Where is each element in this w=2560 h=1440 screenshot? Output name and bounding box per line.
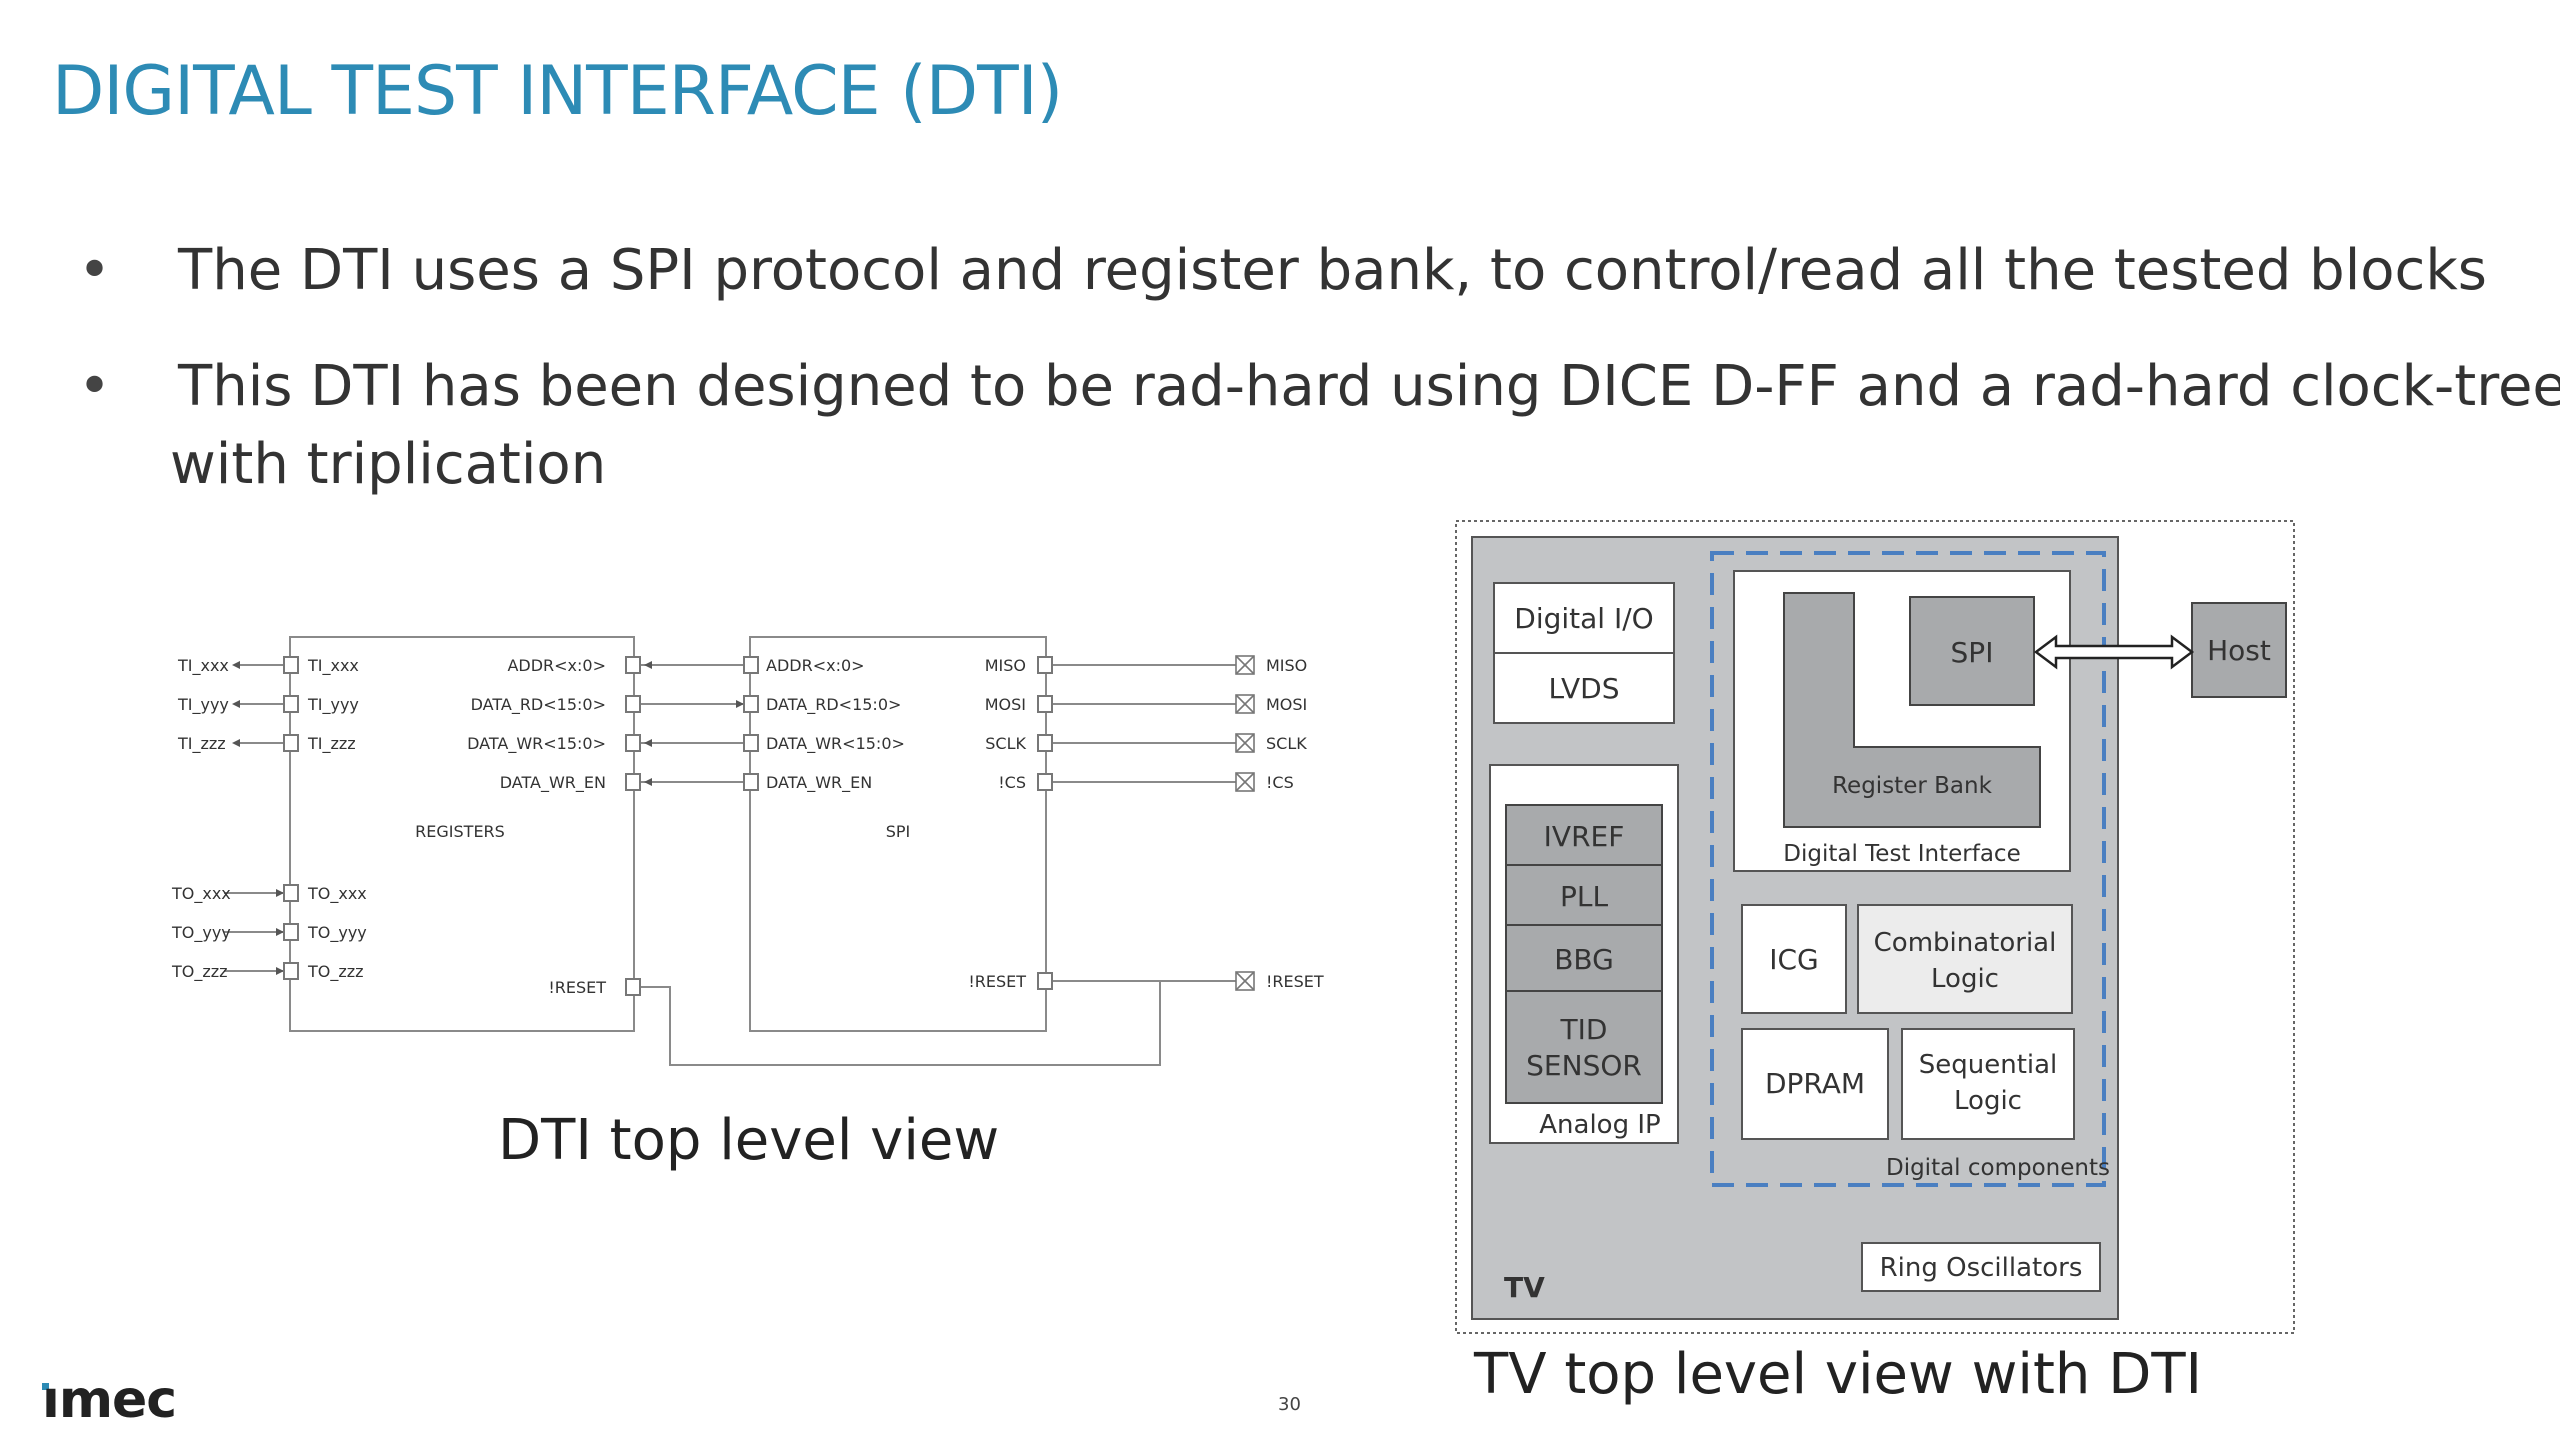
pin-label: TI_xxx <box>177 656 229 676</box>
pin-label: TO_zzz <box>171 962 228 982</box>
pin-label: MOSI <box>1266 695 1307 714</box>
sequential-label: Logic <box>1954 1086 2022 1116</box>
host-block <box>2191 602 2287 698</box>
sensor-label: SENSOR <box>1526 1049 1642 1082</box>
registers-block <box>289 636 635 1032</box>
bbg-label: BBG <box>1554 943 1614 976</box>
tv-label: TV <box>1504 1271 1545 1304</box>
tv-diagram: Digital I/O LVDS IVREF PLL BBG TID SENSO… <box>1455 520 2295 1334</box>
bullet-marker: • <box>78 354 112 419</box>
port-label: !RESET <box>968 972 1026 991</box>
spi-host-arrow <box>2033 634 2195 670</box>
port-label: TI_yyy <box>307 695 359 715</box>
port-label: ADDR<x:0> <box>766 656 865 675</box>
port-label: MISO <box>985 656 1026 675</box>
port-label: SCLK <box>985 734 1026 753</box>
port-label: TI_zzz <box>307 734 356 754</box>
bullet-1-text: The DTI uses a SPI protocol and register… <box>178 238 2487 303</box>
port-label: DATA_RD<15:0> <box>471 695 606 715</box>
pin-label: MISO <box>1266 656 1307 675</box>
pin-label: TI_zzz <box>177 734 226 754</box>
analog-ip-label: Analog IP <box>1539 1110 1660 1140</box>
imec-logo: ımec <box>42 1370 177 1430</box>
spi-block <box>749 636 1047 1032</box>
port-label: !RESET <box>548 978 606 997</box>
port-label: MOSI <box>985 695 1026 714</box>
spi-label: SPI <box>886 822 911 841</box>
ring-osc-label: Ring Oscillators <box>1880 1253 2083 1283</box>
port-label: DATA_WR<15:0> <box>766 734 905 754</box>
bullet-2-text: This DTI has been designed to be rad-har… <box>178 354 2560 419</box>
registers-label: REGISTERS <box>415 822 505 841</box>
register-bank-label: Register Bank <box>1832 773 1992 799</box>
digital-io-label: Digital I/O <box>1514 602 1653 635</box>
page-number: 30 <box>1278 1394 1301 1415</box>
port-label: !CS <box>998 773 1026 792</box>
port-label: TI_xxx <box>307 656 359 676</box>
port-label: DATA_WR_EN <box>500 773 606 793</box>
lvds-label: LVDS <box>1548 672 1619 705</box>
register-bank-block <box>1783 592 2041 828</box>
dti-caption: DTI top level view <box>498 1108 1000 1173</box>
combinatorial-label: Logic <box>1931 964 1999 994</box>
dti-label: Digital Test Interface <box>1783 841 2020 867</box>
spi-label: SPI <box>1951 636 1994 669</box>
tid-label: TID <box>1560 1013 1608 1046</box>
icg-label: ICG <box>1769 943 1819 976</box>
pin-label: !CS <box>1266 773 1294 792</box>
dti-schematic: TI_xxx TI_yyy TI_zzz TO_xxx TO_yyy TO_zz… <box>171 636 1324 1066</box>
digital-components-label: Digital components <box>1886 1155 2110 1181</box>
pin-label: !RESET <box>1266 972 1324 991</box>
port-label: TO_xxx <box>307 884 367 904</box>
port-label: ADDR<x:0> <box>507 656 606 675</box>
host-label: Host <box>2207 634 2271 667</box>
slide-title: DIGITAL TEST INTERFACE (DTI) <box>52 52 1063 131</box>
port-label: TO_zzz <box>307 962 364 982</box>
logo-dot-icon <box>42 1383 49 1390</box>
bullet-marker: • <box>78 238 112 303</box>
dpram-label: DPRAM <box>1765 1067 1865 1100</box>
bullet-2-text-continued: with triplication <box>170 432 607 497</box>
port-label: DATA_WR_EN <box>766 773 872 793</box>
pin-label: SCLK <box>1266 734 1307 753</box>
port-label: TO_yyy <box>307 923 367 943</box>
ivref-label: IVREF <box>1544 820 1625 853</box>
port-label: DATA_WR<15:0> <box>467 734 606 754</box>
sequential-label: Sequential <box>1919 1050 2058 1080</box>
pin-label: TO_yyy <box>171 923 231 943</box>
port-label: DATA_RD<15:0> <box>766 695 901 715</box>
pin-label: TI_yyy <box>177 695 229 715</box>
pll-label: PLL <box>1560 880 1608 913</box>
combinatorial-label: Combinatorial <box>1874 928 2057 958</box>
pin-label: TO_xxx <box>171 884 231 904</box>
spi-block <box>1909 596 2035 706</box>
tv-caption: TV top level view with DTI <box>1474 1342 2203 1407</box>
